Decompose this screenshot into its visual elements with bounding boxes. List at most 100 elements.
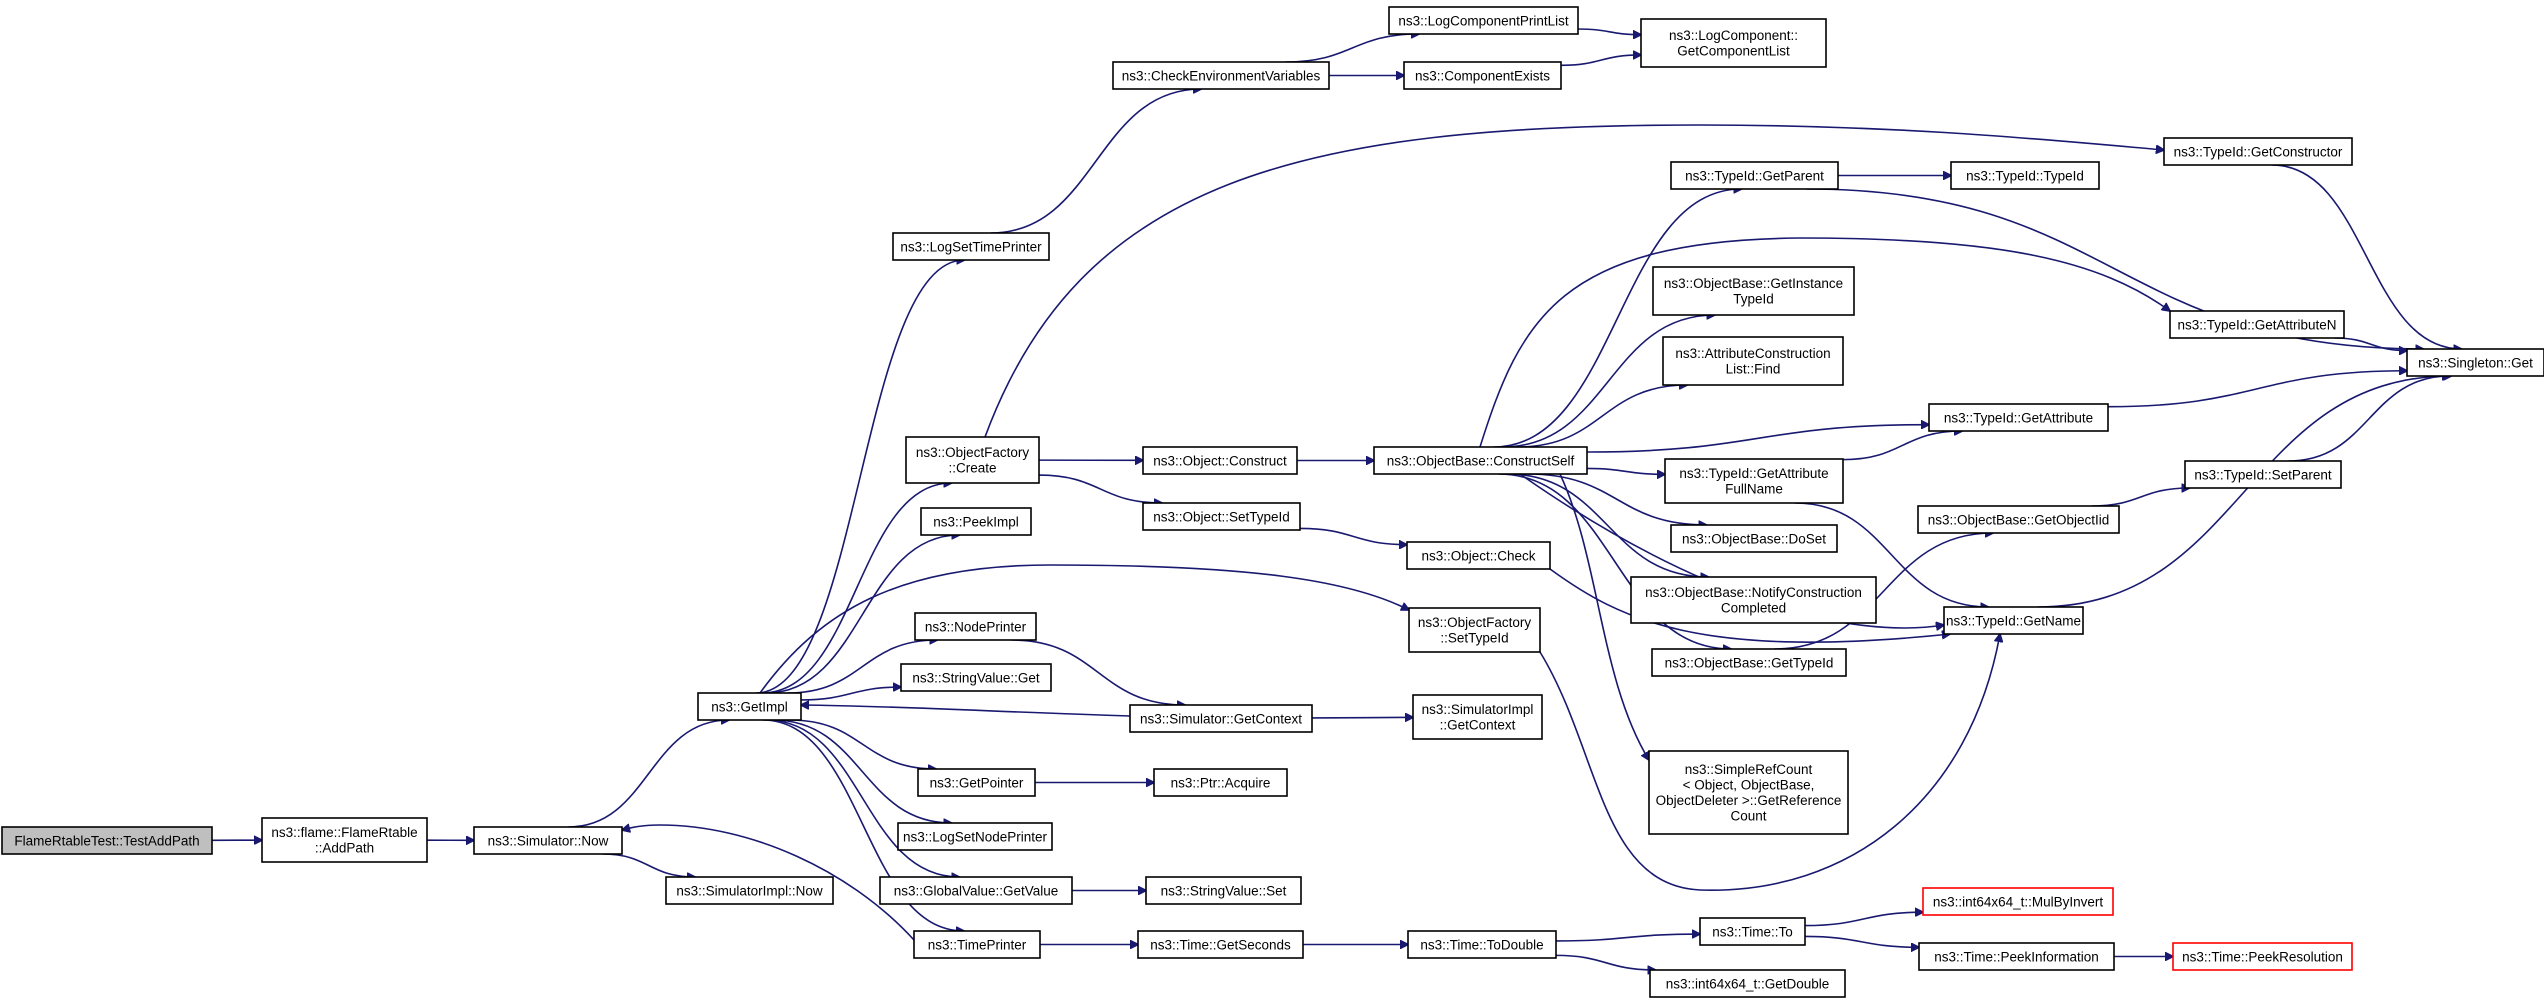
node-simimplgetcontext[interactable]: ns3::SimulatorImpl::GetContext [1412,694,1543,740]
node-box [1406,541,1551,570]
node-globalvalueget[interactable]: ns3::GlobalValue::GetValue [879,876,1073,905]
node-int64getdouble[interactable]: ns3::int64x64_t::GetDouble [1649,969,1846,998]
edge-timeto-to-mulbyinvert [1804,912,1923,927]
edge-constructself-to-typeidgetattrn [1479,237,2170,448]
node-label: ns3::Object::Check [1421,548,1535,563]
node-checkenv[interactable]: ns3::CheckEnvironmentVariables [1112,61,1330,90]
node-typeidgetparent[interactable]: ns3::TypeId::GetParent [1670,161,1839,190]
node-ptracquire[interactable]: ns3::Ptr::Acquire [1153,768,1288,797]
node-notifyconstr[interactable]: ns3::ObjectBase::NotifyConstructionCompl… [1630,576,1877,624]
node-objconstruct[interactable]: ns3::Object::Construct [1142,446,1298,475]
node-box [1129,704,1313,733]
node-label: ns3::Ptr::Acquire [1171,775,1271,790]
node-timeto[interactable]: ns3::Time::To [1699,917,1806,946]
node-box [473,826,623,855]
node-objsettypeid[interactable]: ns3::Object::SetTypeId [1142,502,1301,531]
node-box [697,692,802,721]
node-label: FlameRtableTest::TestAddPath [14,833,199,848]
node-label: ns3::ObjectBase::ConstructSelf [1387,453,1575,468]
node-label: FullName [1725,482,1783,497]
node-typeidtypeid[interactable]: ns3::TypeId::TypeId [1950,161,2100,190]
node-logcompgetlist[interactable]: ns3::LogComponent::GetComponentList [1640,18,1827,68]
node-nodeprinter[interactable]: ns3::NodePrinter [914,612,1037,641]
node-typeidgetname[interactable]: ns3::TypeId::GetName [1943,606,2084,635]
node-logcompprintlist[interactable]: ns3::LogComponentPrintList [1388,6,1579,35]
edge-logsettimeprinter-to-checkenv [990,89,1202,234]
node-box [2172,942,2353,971]
node-label: < Object, ObjectBase, [1683,778,1815,793]
node-typeidsetparent[interactable]: ns3::TypeId::SetParent [2184,460,2342,489]
node-timetodouble[interactable]: ns3::Time::ToDouble [1407,930,1557,959]
edge-getimpl-to-logsetnodeprinter [772,719,952,823]
node-addpath[interactable]: ns3::flame::FlameRtable::AddPath [261,817,428,863]
node-getobjectiid[interactable]: ns3::ObjectBase::GetObjectIid [1917,505,2120,534]
node-compexists[interactable]: ns3::ComponentExists [1403,61,1562,90]
node-box [2406,348,2544,377]
edge-constructself-to-notifyconstr [1506,473,1709,577]
node-typeidgetconstructor[interactable]: ns3::TypeId::GetConstructor [2163,137,2353,166]
node-box [1670,161,1839,190]
node-objcheck[interactable]: ns3::Object::Check [1406,541,1551,570]
node-simimplnow[interactable]: ns3::SimulatorImpl::Now [665,876,834,905]
node-objfactsettypeid[interactable]: ns3::ObjectFactory::SetTypeId [1408,607,1541,653]
node-label: ns3::CheckEnvironmentVariables [1122,68,1321,83]
node-label: ns3::LogSetTimePrinter [900,239,1042,254]
edge-constructself-to-doset [1527,473,1707,525]
node-box [1943,606,2084,635]
node-box [1412,694,1543,740]
node-constructself[interactable]: ns3::ObjectBase::ConstructSelf [1373,446,1588,475]
node-logsettimeprinter[interactable]: ns3::LogSetTimePrinter [892,232,1050,261]
node-mulbyinvert[interactable]: ns3::int64x64_t::MulByInvert [1922,887,2114,916]
edge-constructself-to-attrconstrfind [1517,385,1687,448]
node-label: ns3::LogComponent:: [1669,28,1798,43]
node-getpointer[interactable]: ns3::GetPointer [917,768,1036,797]
node-stringvalueget[interactable]: ns3::StringValue::Get [900,663,1052,692]
edge-typeidgetparent-to-singletonget [1806,188,2424,349]
node-box [2163,137,2353,166]
edge-constructself-to-getinstancetypeid [1502,315,1715,448]
edge-constructself-to-objbasegettypeid [1498,473,1731,649]
node-label: ns3::SimpleRefCount [1685,762,1813,777]
edge-simnow-to-simimplnow [602,853,695,877]
node-stringvalueset[interactable]: ns3::StringValue::Set [1145,876,1302,905]
node-objbasegettypeid[interactable]: ns3::ObjectBase::GetTypeId [1651,648,1847,677]
node-box [1142,502,1301,531]
node-label: ns3::Simulator::GetContext [1140,711,1302,726]
node-typeidgetattrn[interactable]: ns3::TypeId::GetAttributeN [2169,310,2345,339]
node-peekinformation[interactable]: ns3::Time::PeekInformation [1918,942,2115,971]
node-box [914,612,1037,641]
edge-timetodouble-to-timeto [1555,934,1700,942]
node-timegetseconds[interactable]: ns3::Time::GetSeconds [1137,930,1304,959]
node-objfactcreate[interactable]: ns3::ObjectFactory::Create [905,436,1040,484]
node-timeprinter[interactable]: ns3::TimePrinter [913,930,1041,959]
node-label: ns3::ObjectFactory [916,445,1030,460]
node-box [1664,458,1844,504]
node-box [1145,876,1302,905]
edges [211,28,2462,970]
node-logsetnodeprinter[interactable]: ns3::LogSetNodePrinter [897,822,1053,851]
edge-typeidgetname-to-singletonget [2037,376,2452,608]
node-box [1662,336,1844,386]
node-peekimpl[interactable]: ns3::PeekImpl [920,507,1032,536]
node-simplerefcount[interactable]: ns3::SimpleRefCount< Object, ObjectBase,… [1648,750,1849,835]
node-peekresolution[interactable]: ns3::Time::PeekResolution [2172,942,2353,971]
edge-getimpl-to-objfactcreate [761,483,952,694]
node-getimpl[interactable]: ns3::GetImpl [697,692,802,721]
node-box [1652,266,1855,316]
node-root[interactable]: FlameRtableTest::TestAddPath [1,826,213,855]
node-box [1142,446,1298,475]
node-label: ns3::flame::FlameRtable [271,825,417,840]
node-simgetcontext[interactable]: ns3::Simulator::GetContext [1129,704,1313,733]
node-singletonget[interactable]: ns3::Singleton::Get [2406,348,2544,377]
node-label: ns3::SimulatorImpl::Now [676,883,823,898]
node-typeidgetattribute[interactable]: ns3::TypeId::GetAttribute [1928,403,2109,432]
node-box [913,930,1041,959]
node-label: ns3::int64x64_t::MulByInvert [1933,894,2104,909]
node-doset[interactable]: ns3::ObjectBase::DoSet [1670,524,1838,553]
node-simnow[interactable]: ns3::Simulator::Now [473,826,623,855]
node-label: ns3::Time::GetSeconds [1150,937,1291,952]
